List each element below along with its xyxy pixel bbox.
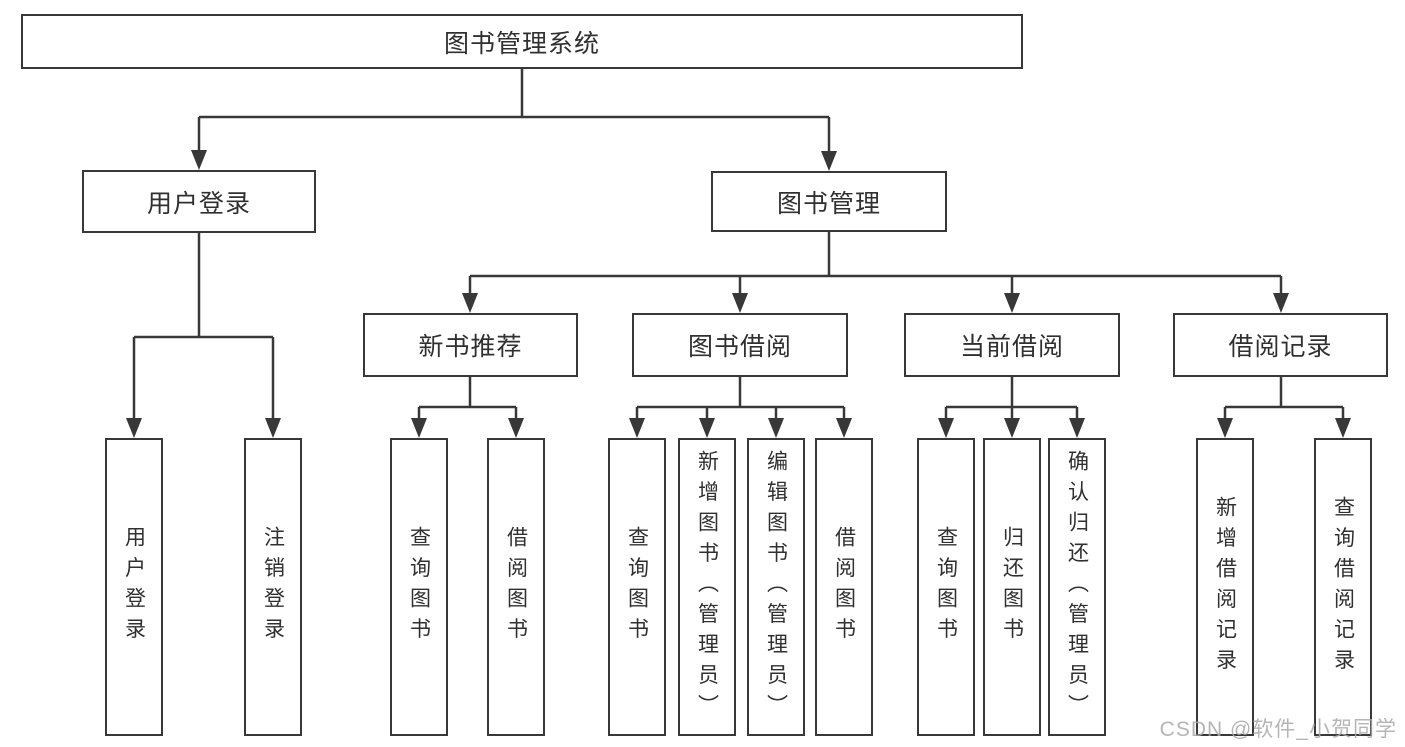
- leaf-edit-books-admin: 编辑图书（管理员）: [747, 438, 805, 736]
- leaf-borrow-books-borrow-label: 借阅图书: [832, 526, 856, 648]
- leaf-return-books: 归还图书: [983, 438, 1041, 736]
- leaf-add-books-admin-label: 新增图书（管理员）: [695, 449, 719, 725]
- node-book-borrowing-label: 图书借阅: [687, 333, 792, 361]
- node-user-login: 用户登录: [82, 170, 316, 233]
- node-borrowing-records: 借阅记录: [1173, 313, 1388, 377]
- leaf-edit-books-admin-label: 编辑图书（管理员）: [764, 449, 788, 725]
- leaf-return-books-label: 归还图书: [1000, 526, 1024, 648]
- arrowheads: [126, 150, 1351, 438]
- node-book-management-label: 图书管理: [776, 189, 881, 218]
- node-borrowing-records-label: 借阅记录: [1228, 333, 1333, 361]
- node-root-system: 图书管理系统: [21, 14, 1023, 69]
- leaf-logout-label: 注销登录: [261, 526, 285, 648]
- leaf-query-books-borrow-label: 查询图书: [625, 526, 649, 648]
- node-current-borrowing-label: 当前借阅: [959, 333, 1064, 361]
- leaf-borrow-books-recommend-label: 借阅图书: [504, 526, 528, 648]
- leaf-add-borrow-record-label: 新增借阅记录: [1213, 495, 1237, 679]
- leaf-borrow-books-borrow: 借阅图书: [815, 438, 873, 736]
- csdn-watermark: CSDN @软件_小贺同学: [1159, 718, 1397, 741]
- leaf-query-books-recommend-label: 查询图书: [407, 526, 431, 648]
- node-book-borrowing: 图书借阅: [632, 313, 848, 377]
- leaf-borrow-books-recommend: 借阅图书: [487, 438, 545, 736]
- node-user-login-label: 用户登录: [146, 189, 251, 218]
- node-new-book-recommend: 新书推荐: [363, 313, 578, 377]
- leaf-query-books-borrow: 查询图书: [608, 438, 666, 736]
- leaf-add-borrow-record: 新增借阅记录: [1196, 438, 1254, 736]
- leaf-query-books-current-label: 查询图书: [934, 526, 958, 648]
- leaf-logout: 注销登录: [244, 438, 302, 736]
- leaf-confirm-return-admin-label: 确认归还（管理员）: [1065, 449, 1089, 725]
- leaf-query-books-recommend: 查询图书: [390, 438, 448, 736]
- node-current-borrowing: 当前借阅: [904, 313, 1120, 377]
- leaf-user-login-label: 用户登录: [122, 526, 146, 648]
- leaf-query-books-current: 查询图书: [917, 438, 975, 736]
- node-root-label: 图书管理系统: [443, 29, 600, 58]
- node-book-management: 图书管理: [711, 171, 947, 232]
- node-new-book-recommend-label: 新书推荐: [418, 333, 523, 361]
- leaf-query-borrow-record: 查询借阅记录: [1314, 438, 1372, 736]
- leaf-add-books-admin: 新增图书（管理员）: [678, 438, 736, 736]
- leaf-user-login: 用户登录: [105, 438, 163, 736]
- leaf-confirm-return-admin: 确认归还（管理员）: [1048, 438, 1106, 736]
- leaf-query-borrow-record-label: 查询借阅记录: [1331, 495, 1355, 679]
